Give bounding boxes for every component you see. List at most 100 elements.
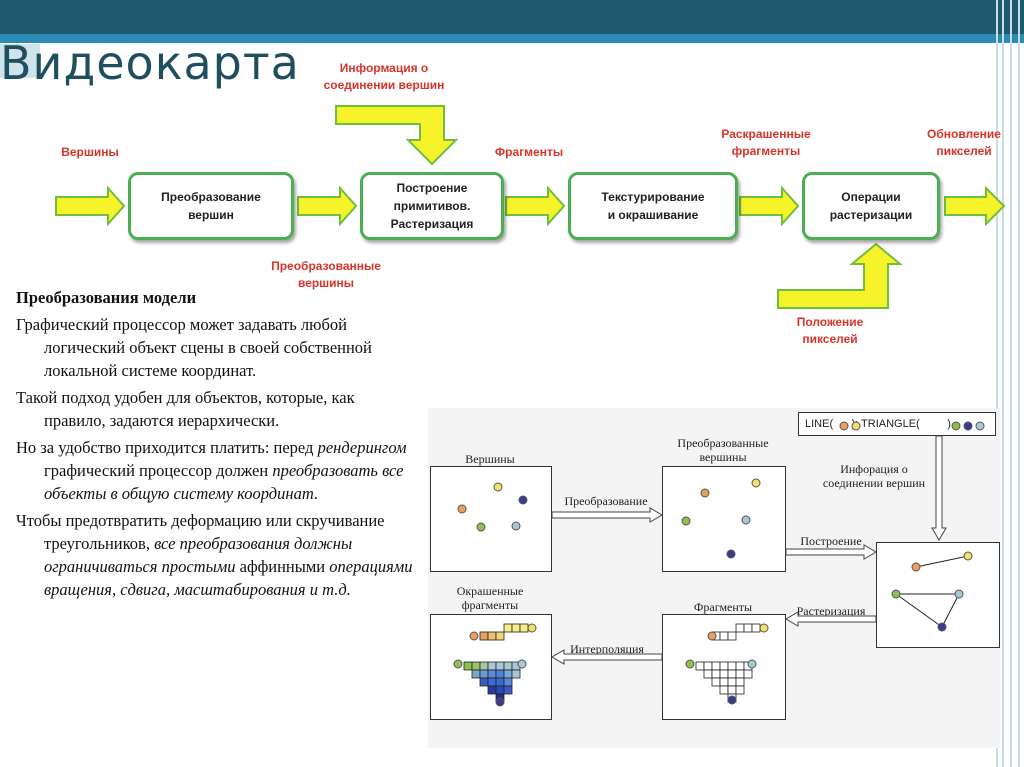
vertex-dot: [911, 562, 921, 572]
fragment-cell: [479, 631, 489, 641]
arrow-label-rasterize: Растеризация: [796, 604, 866, 618]
fragment-cell: [511, 623, 521, 633]
vertex-dot: [469, 631, 479, 641]
vertex-dot: [954, 589, 964, 599]
body-text: Преобразования модели Графический процес…: [16, 286, 416, 605]
vertex-dot: [511, 521, 521, 531]
fragment-cell: [711, 669, 721, 679]
legend-dot: [975, 421, 985, 431]
vertex-dot: [700, 488, 710, 498]
vertex-dot: [457, 504, 467, 514]
fragment-cell: [495, 669, 505, 679]
fragment-cell: [463, 661, 473, 671]
vertex-dot: [681, 516, 691, 526]
box-primitive-assembly: Построение примитивов. Растеризация: [360, 172, 504, 240]
fragment-cell: [719, 669, 729, 679]
pipeline-arrow: [55, 185, 126, 227]
fragment-cell: [495, 685, 505, 695]
paragraph: Графический процессор может задавать люб…: [16, 315, 372, 380]
label-pixel-update: Обновление пикселей: [927, 127, 1001, 158]
primitive-line: [915, 555, 969, 568]
vertex-dot: [727, 695, 737, 705]
vertex-dot: [963, 551, 973, 561]
pipeline-diagram: [55, 105, 1006, 309]
arrow-connectivity: [931, 435, 947, 541]
primitive-edge: [941, 593, 960, 628]
pipeline-arrow: [297, 185, 358, 227]
fragment-cell: [495, 661, 505, 671]
vertex-dot: [476, 522, 486, 532]
fragment-cell: [703, 669, 713, 679]
label-vertices-small: Вершины: [465, 452, 515, 466]
paragraph: Чтобы предотвратить деформацию или скруч…: [16, 509, 416, 601]
label-connectivity: Информация о соединении вершин: [323, 61, 445, 92]
arrow-label-assembly: Построение: [800, 534, 862, 548]
fragment-cell: [695, 661, 705, 671]
pipeline-arrow: [944, 185, 1006, 227]
fragment-cell: [743, 669, 753, 679]
vertex-dot: [751, 478, 761, 488]
legend-dot: [851, 421, 861, 431]
box-vertex-transform: Преобразование вершин: [128, 172, 294, 240]
legend-dot: [839, 421, 849, 431]
fragment-cell: [735, 677, 745, 687]
vertex-dot: [518, 495, 528, 505]
vertex-dot: [747, 659, 757, 669]
vertex-dot: [741, 515, 751, 525]
label-fragments: Фрагменты: [494, 145, 564, 159]
vertex-dot: [527, 623, 537, 633]
label-pixel-position: Положение пикселей: [796, 315, 864, 346]
legend-dots: [839, 421, 985, 431]
fragment-cell: [495, 677, 505, 687]
fragment-cell: [735, 669, 745, 679]
text-run-italic: операциями вращения, сдвига, масштабиров…: [44, 557, 413, 599]
text-run-italic: все преобразования должны ограничиваться…: [44, 534, 353, 576]
top-banner: [0, 0, 1024, 34]
fragment-cell: [503, 669, 513, 679]
vertex-dot: [726, 549, 736, 559]
page-title: Видеокарта: [0, 36, 300, 90]
fragment-cell: [727, 669, 737, 679]
label-colored-small: Окрашенные фрагменты: [456, 584, 524, 612]
section-heading: Преобразования модели: [16, 288, 197, 307]
text-run: аффинными: [235, 557, 330, 576]
fragment-cell: [727, 631, 737, 641]
fragment-cell: [487, 677, 497, 687]
decorative-side-lines: [990, 0, 1024, 767]
vertex-dot: [891, 589, 901, 599]
pipeline-arrow: [505, 185, 566, 227]
box-texturing: Текстурирование и окрашивание: [568, 172, 738, 240]
fragment-cell: [471, 669, 481, 679]
fragment-cell: [735, 685, 745, 695]
fragment-cell: [503, 685, 513, 695]
primitive-edge: [895, 593, 943, 628]
colored-fragment-grid: [463, 623, 529, 703]
fragment-cell: [711, 661, 721, 671]
text-run: Чтобы предотвратить деформацию или скруч…: [16, 511, 385, 553]
vertex-dot: [685, 659, 695, 669]
label-connectivity-small: Инфорация о соединении вершин: [822, 462, 926, 490]
fragment-cell: [487, 669, 497, 679]
fragment-cell: [487, 661, 497, 671]
fragment-cell: [719, 661, 729, 671]
fragment-cell: [727, 685, 737, 695]
text-run-italic: преобразовать все объекты в общую систем…: [44, 461, 404, 503]
connectivity-arrow: [335, 105, 459, 166]
label-colored-fragments: Раскрашенные фрагменты: [721, 127, 811, 158]
vertex-dot: [517, 659, 527, 669]
vertex-dot: [937, 622, 947, 632]
pixel-position-arrow: [777, 242, 903, 309]
fragment-cell: [511, 669, 521, 679]
legend-dot: [963, 421, 973, 431]
fragment-grid: [695, 623, 761, 703]
vertex-dot: [495, 697, 505, 707]
fragment-cell: [751, 623, 761, 633]
legend-text: LINE( ); TRIANGLE( ): [805, 418, 951, 430]
label-transformed-vertices: Преобразованные вершины: [271, 259, 381, 290]
vertex-dot: [707, 631, 717, 641]
label-vertices: Вершины: [61, 145, 119, 159]
fragment-cell: [735, 661, 745, 671]
text-run-italic: рендерингом: [317, 438, 407, 457]
fragment-cell: [727, 661, 737, 671]
